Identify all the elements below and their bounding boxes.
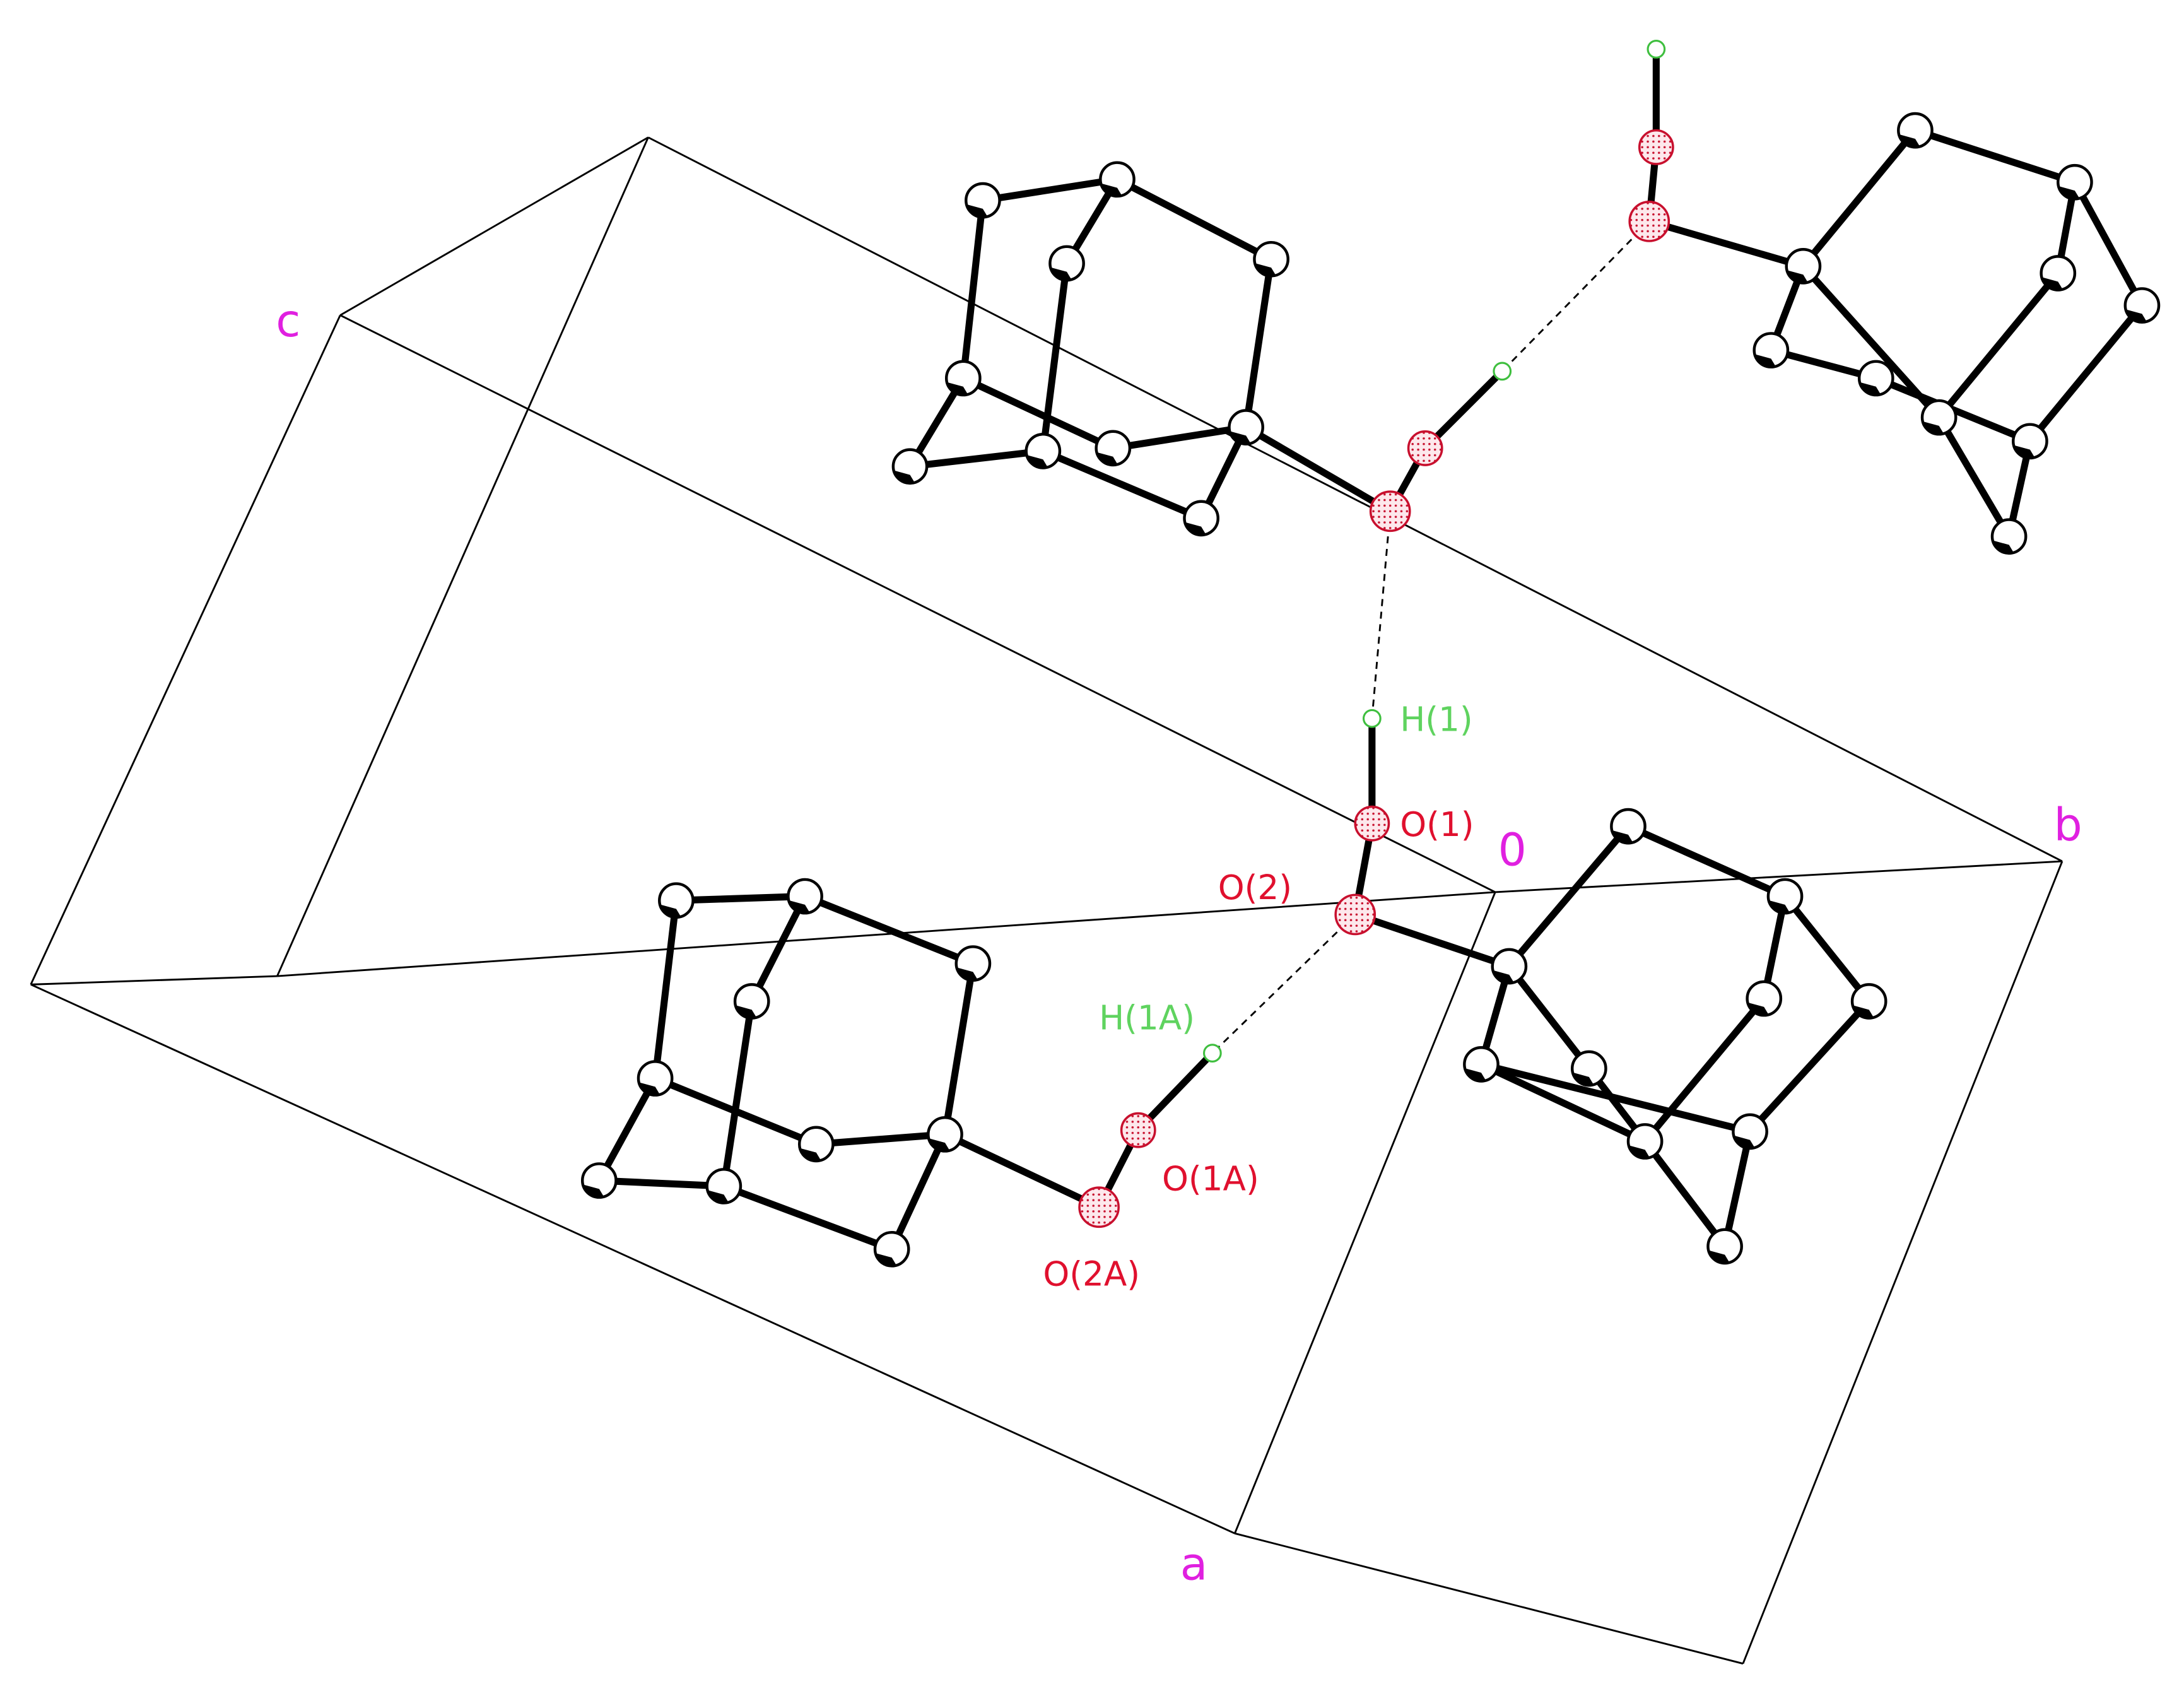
molecule-center [1334,709,1886,1263]
atom-o2a [1078,1186,1120,1228]
label-o1a: O(1A) [1162,1160,1259,1199]
axis-label-b: b [2054,799,2082,851]
molecule-top-left [893,163,1512,535]
axis-label-c: c [276,295,300,347]
unit-cell [30,136,2064,1665]
hydrogen-bonds [1211,220,1650,1054]
label-h1: H(1) [1400,700,1472,739]
axis-label-origin: 0 [1498,824,1527,876]
axis-labels: c b 0 a [276,295,2082,1591]
atom-o2 [1334,893,1377,936]
label-o1: O(1) [1400,805,1474,844]
molecule-top-right [1628,40,2159,553]
atom-o1a [1120,1112,1156,1148]
atom-o1 [1354,805,1390,842]
label-h1a: H(1A) [1099,998,1195,1037]
atom-h1a [1202,1044,1222,1063]
axis-label-a: a [1180,1538,1208,1591]
label-o2a: O(2A) [1043,1255,1140,1294]
molecule-lower-left [582,880,1222,1266]
atom-h1 [1362,709,1382,728]
atom-labels: H(1) O(1) O(2) H(1A) O(1A) O(2A) [1043,700,1474,1294]
label-o2: O(2) [1218,868,1292,907]
